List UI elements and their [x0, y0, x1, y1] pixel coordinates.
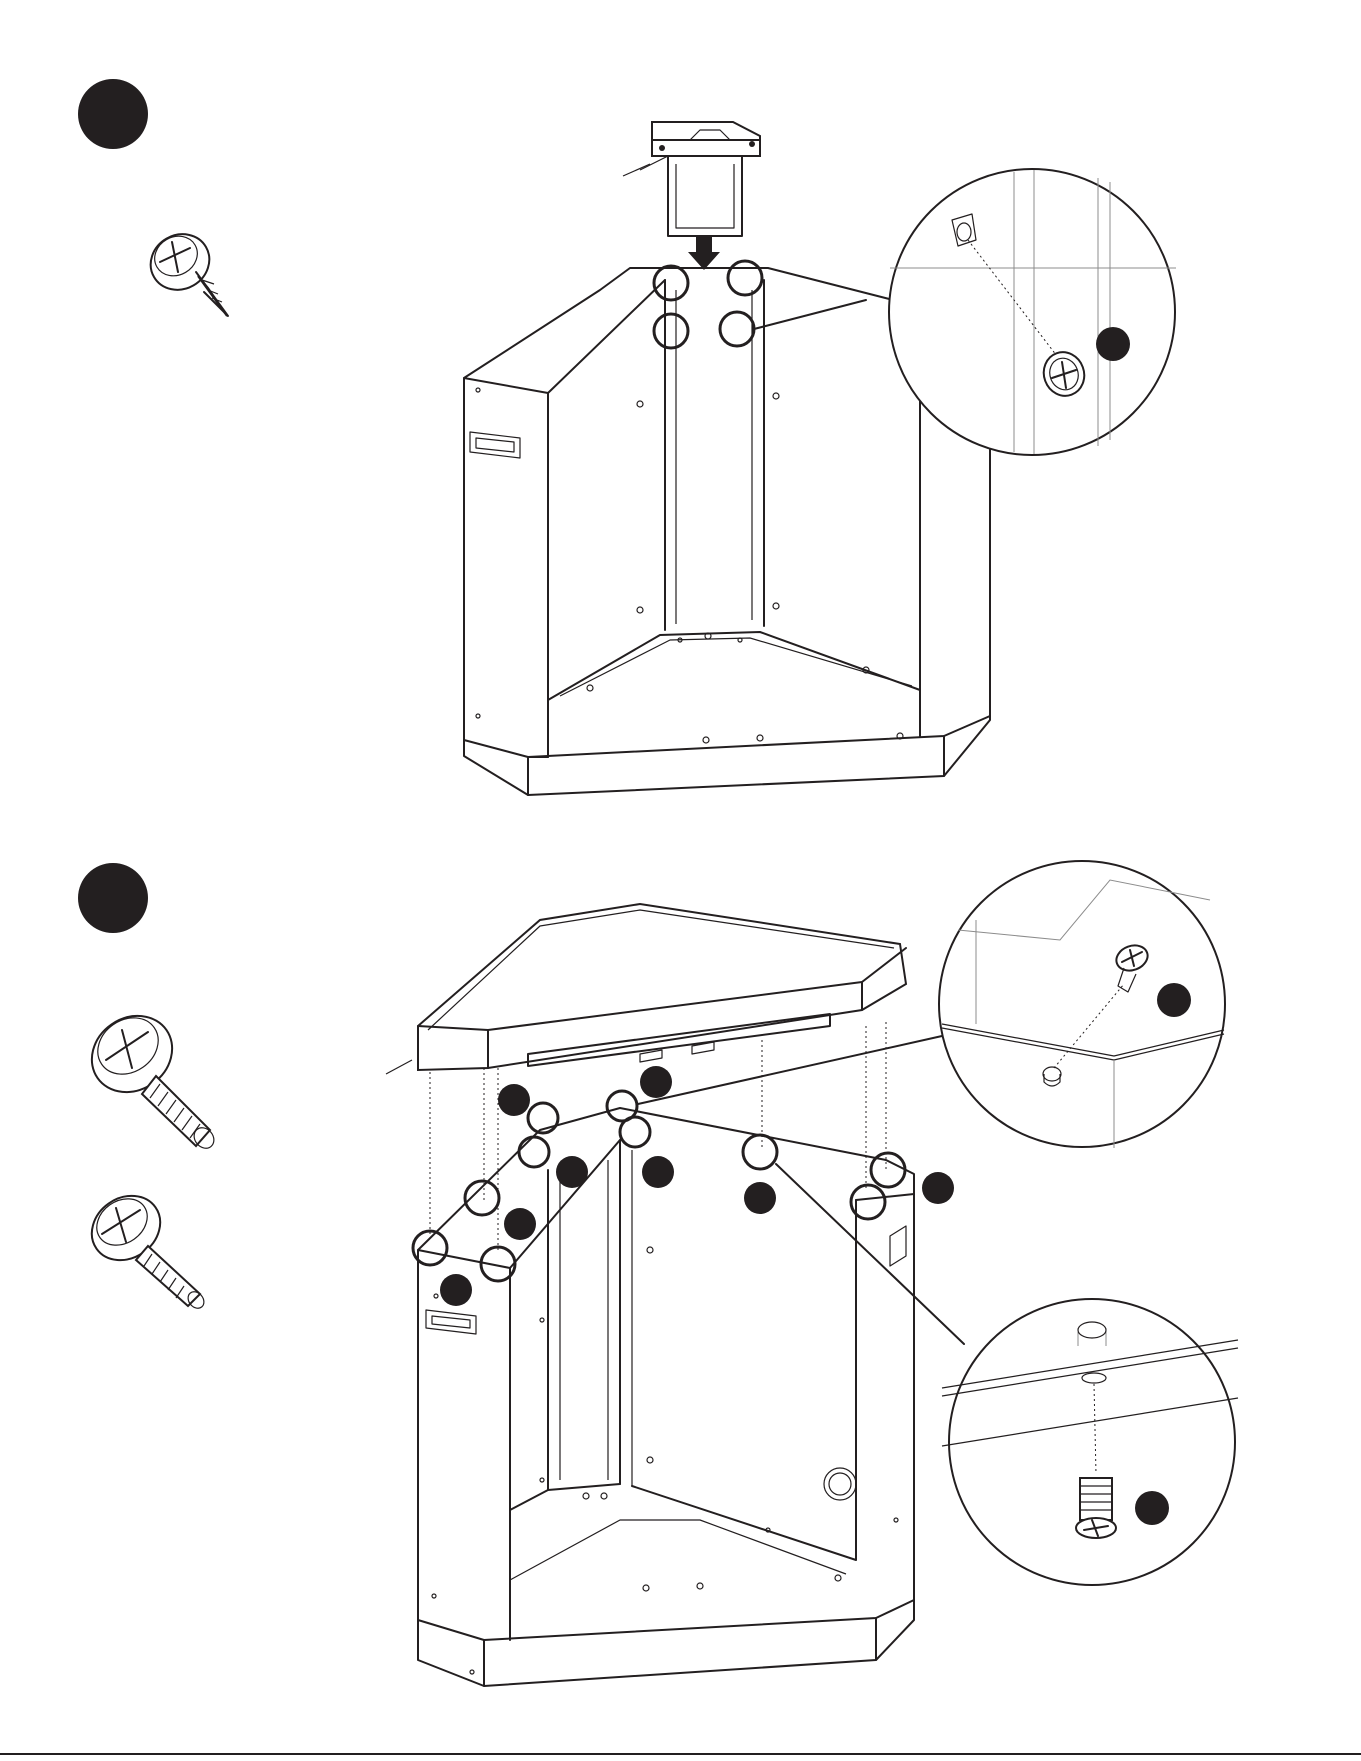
countertop-part: [386, 904, 906, 1074]
detail-zoom-circle: [889, 169, 1176, 455]
highlighted-hole: [728, 261, 762, 295]
corner-cabinet-frame: [418, 1108, 914, 1686]
highlighted-hole: [519, 1137, 549, 1167]
highlighted-hole: [743, 1135, 777, 1169]
callout-badge: [922, 1172, 954, 1204]
callout-badge: [642, 1156, 674, 1188]
self-tapping-screw-icon: [141, 224, 228, 316]
large-machine-screw-icon: [77, 1000, 218, 1152]
callout-badge: [498, 1084, 530, 1116]
highlighted-hole: [720, 312, 754, 346]
callout-badge: [556, 1156, 588, 1188]
callout-badge: [504, 1208, 536, 1240]
callout-badge: [1096, 327, 1130, 361]
highlighted-hole: [871, 1153, 905, 1187]
page-bottom-rule: [0, 1753, 1361, 1755]
leader-line: [623, 164, 650, 176]
small-machine-screw-icon: [79, 1183, 207, 1312]
highlighted-hole: [654, 266, 688, 300]
callout-badge: [744, 1182, 776, 1214]
detail-zoom-circle: [939, 861, 1225, 1148]
highlighted-hole: [413, 1231, 447, 1265]
step-upper: [78, 79, 1176, 795]
down-arrow-icon: [688, 236, 720, 270]
step-lower: [77, 861, 1238, 1686]
step-number-badge: [78, 863, 148, 933]
callout-badge: [1135, 1491, 1169, 1525]
highlighted-hole: [620, 1117, 650, 1147]
detail-zoom-circle: [942, 1299, 1238, 1585]
callout-badge: [440, 1274, 472, 1306]
leader-line: [386, 1060, 412, 1074]
callout-badge: [1157, 983, 1191, 1017]
callout-badge: [640, 1066, 672, 1098]
highlighted-hole: [654, 314, 688, 348]
corner-bracket-part: [623, 122, 760, 236]
step-number-badge: [78, 79, 148, 149]
